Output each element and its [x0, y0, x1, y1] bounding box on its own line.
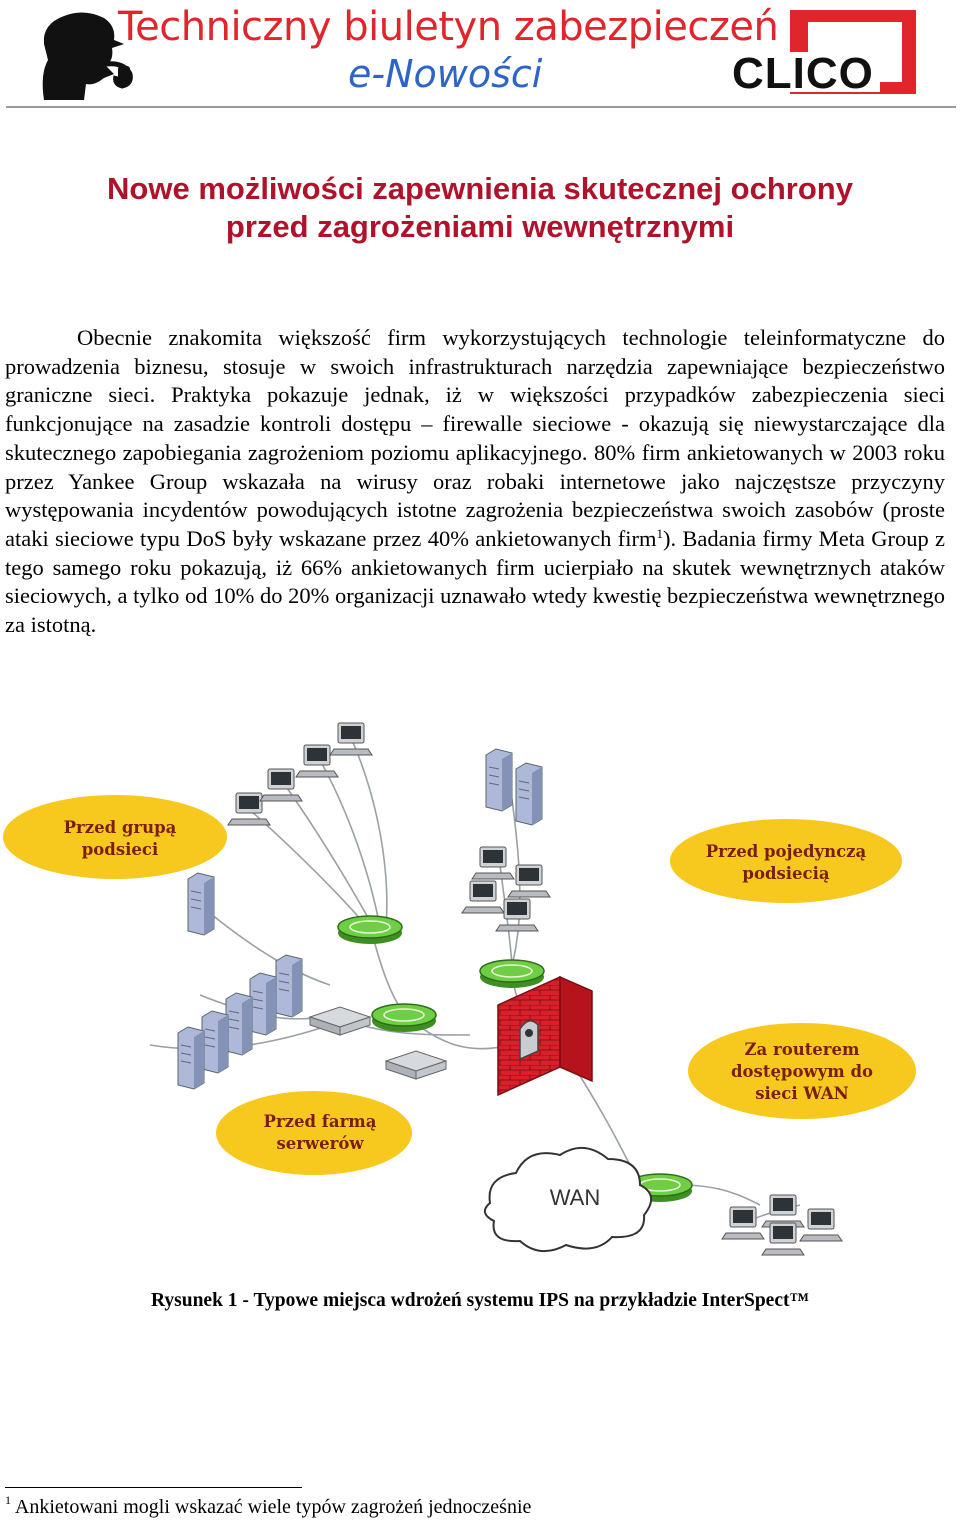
sherlock-silhouette-icon	[42, 12, 133, 100]
wan-cloud-icon: WAN	[483, 1147, 652, 1252]
paragraph-part-1: Obecnie znakomita większość firm wykorzy…	[5, 325, 945, 551]
clico-logo: CLICO	[730, 10, 916, 96]
workstation-icon	[507, 864, 551, 898]
bulletin-subtitle: e-Nowości	[348, 52, 543, 96]
server-icon	[177, 1026, 205, 1090]
server-icon	[515, 762, 543, 826]
svg-text:Przed farmą: Przed farmą	[264, 1112, 377, 1131]
footnote-divider	[5, 1487, 302, 1488]
header-divider	[6, 106, 956, 108]
svg-text:podsieci: podsieci	[82, 840, 158, 859]
workstation-icon	[471, 846, 515, 880]
server-icon	[225, 992, 253, 1056]
title-line-1: Nowe możliwości zapewnienia skutecznej o…	[107, 171, 853, 206]
logo-text: CLICO	[732, 49, 874, 96]
workstation-icon	[721, 1206, 765, 1240]
switch-icon	[385, 1050, 447, 1080]
body-paragraph: Obecnie znakomita większość firm wykorzy…	[5, 324, 945, 640]
figure-caption: Rysunek 1 - Typowe miejsca wdrożeń syste…	[151, 1290, 809, 1311]
server-icon	[485, 748, 513, 812]
svg-text:sieci WAN: sieci WAN	[755, 1084, 848, 1103]
svg-text:dostępowym do: dostępowym do	[731, 1062, 873, 1081]
paragraph-part-2: ). Badania firmy Meta Group z tego sameg…	[5, 525, 945, 638]
workstation-icon	[329, 722, 373, 756]
label-bubble-wan-router: Za routerem dostępowym do sieci WAN	[688, 1023, 916, 1119]
footnote: 1 Ankietowani mogli wskazać wiele typów …	[5, 1493, 532, 1519]
workstation-icon	[259, 768, 303, 802]
article-title: Nowe możliwości zapewnienia skutecznej o…	[0, 170, 960, 246]
svg-text:podsiecią: podsiecią	[742, 864, 829, 883]
label-bubble-server-farm: Przed farmą serwerów	[216, 1091, 412, 1175]
workstation-icon	[799, 1208, 843, 1242]
workstation-icon	[495, 898, 539, 932]
footnote-ref: 1	[656, 525, 663, 541]
wan-label: WAN	[550, 1185, 601, 1210]
workstation-icon	[295, 744, 339, 778]
bulletin-header: Techniczny biuletyn zabezpieczeń IT e-No…	[0, 0, 960, 112]
label-bubble-single-subnet: Przed pojedynczą podsiecią	[670, 819, 902, 903]
workstation-icon	[761, 1194, 805, 1228]
title-line-2: przed zagrożeniami wewnętrznymi	[225, 209, 735, 244]
switch-icon	[309, 1006, 371, 1036]
svg-text:Przed pojedynczą: Przed pojedynczą	[706, 842, 867, 861]
ips-device-icon	[479, 959, 545, 989]
workstation-icon	[761, 1222, 805, 1256]
footnote-text: Ankietowani mogli wskazać wiele typów za…	[14, 1496, 532, 1518]
ips-device-icon	[337, 915, 403, 945]
bulletin-title: Techniczny biuletyn zabezpieczeń IT	[118, 4, 826, 50]
article-body: Obecnie znakomita większość firm wykorzy…	[5, 324, 945, 640]
svg-text:serwerów: serwerów	[276, 1134, 364, 1153]
ips-deployment-diagram: WAN Przed grupą podsieci Przed pojedyncz…	[0, 715, 960, 1275]
server-icon	[201, 1010, 229, 1074]
footnote-number: 1	[5, 1493, 11, 1507]
workstation-icon	[461, 880, 505, 914]
svg-text:Przed grupą: Przed grupą	[64, 818, 177, 837]
svg-text:Za routerem: Za routerem	[745, 1040, 860, 1059]
server-icon	[187, 872, 215, 936]
label-bubble-subnet-group: Przed grupą podsieci	[3, 795, 227, 879]
ips-device-icon	[371, 1003, 437, 1033]
firewall-icon	[497, 975, 593, 1097]
server-icon	[249, 972, 277, 1036]
server-icon	[275, 954, 303, 1018]
